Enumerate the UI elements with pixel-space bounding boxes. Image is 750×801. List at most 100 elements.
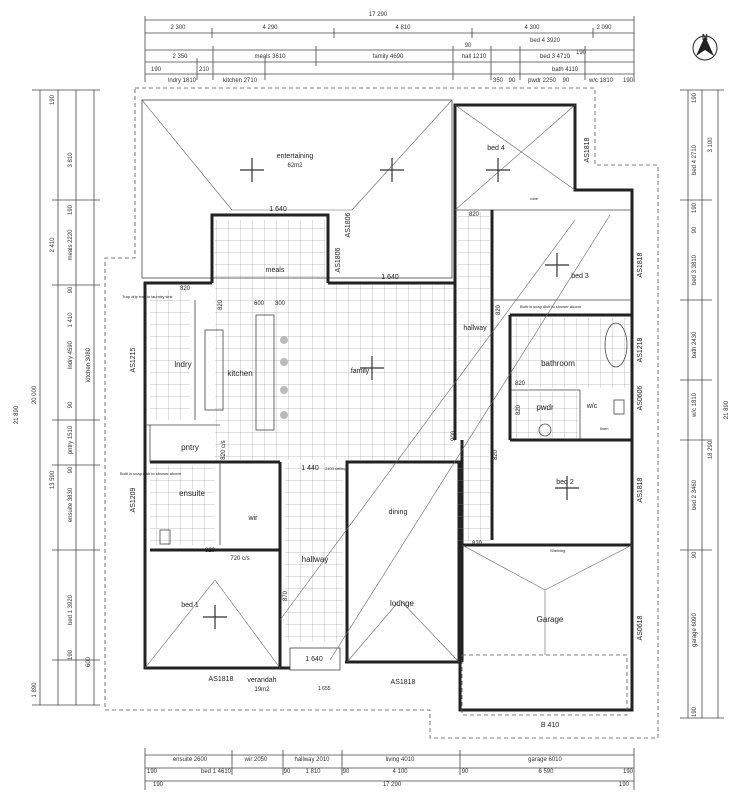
- dim-left: bed 1 3920: [68, 594, 74, 625]
- dim-right: garage 6090: [692, 612, 698, 646]
- stool: [280, 336, 288, 344]
- door-size: 820: [496, 304, 502, 315]
- label-ensuite: ensuite: [179, 489, 205, 498]
- door-size: 820: [469, 212, 480, 218]
- dim-350: 350: [493, 78, 504, 84]
- dim-left: 600: [86, 656, 92, 667]
- door-sizes: 820 820 820 820 820 820 820 820 820 720 …: [180, 212, 526, 601]
- dim-family: family 4690: [373, 54, 404, 60]
- dim-left: lndry 4590: [68, 340, 74, 369]
- dim-left: 190: [68, 649, 74, 660]
- label-bed3: bed 3: [571, 273, 589, 280]
- dim-right: 21 890: [724, 400, 730, 419]
- stool: [280, 358, 288, 366]
- dim-left: 20 000: [32, 385, 38, 404]
- dim-left: 13 590: [50, 470, 56, 489]
- kitchen-bench: [204, 329, 224, 411]
- label-pwdr: pwdr: [536, 403, 554, 412]
- dim-b4100: 4 100: [392, 769, 408, 775]
- window-code: AS1209: [130, 487, 137, 512]
- stool: [280, 386, 288, 394]
- dim-190d: 190: [623, 78, 634, 84]
- window-code: AS1818: [637, 252, 644, 277]
- basin: [538, 423, 552, 437]
- dim-living: living 4010: [386, 757, 415, 763]
- dim-right: bath 2430: [692, 331, 698, 358]
- stool: [280, 411, 288, 419]
- dim-right: w/c 1810: [692, 392, 698, 418]
- dim-right: 18 290: [708, 440, 714, 459]
- dim-210: 210: [199, 67, 210, 73]
- dim-ensuite: ensuite 2600: [173, 757, 208, 763]
- label-garage: Garage: [537, 615, 564, 624]
- dim-top-2: 4 290: [262, 25, 278, 31]
- label-kitchen: kitchen: [227, 369, 252, 378]
- dim-left: 90: [68, 401, 74, 408]
- window-code: B 410: [541, 722, 559, 729]
- dim-top-3: 4 810: [395, 25, 411, 31]
- dim-left: 21 890: [14, 405, 20, 424]
- dim-b90: 90: [284, 769, 291, 775]
- dim-b190b: 190: [623, 769, 634, 775]
- note: linen: [600, 426, 608, 431]
- window-code: AS1218: [637, 337, 644, 362]
- dim-top-1: 2 300: [170, 25, 186, 31]
- dim-hall: hall 1210: [462, 54, 487, 60]
- dim-top-5: 2 090: [596, 25, 612, 31]
- dim-right: 190: [692, 202, 698, 213]
- window-code: AS1818: [637, 477, 644, 502]
- dim-hallway: hallway 2010: [294, 757, 330, 763]
- window-code: AS1215: [130, 347, 137, 372]
- tile-floor: [150, 212, 630, 642]
- dim-left: meals 2220: [68, 229, 74, 261]
- window-code: AS1818: [209, 676, 234, 683]
- dim-wir: wir 2050: [244, 757, 268, 763]
- north-label: N: [702, 33, 708, 42]
- dim-right: bed 2 3460: [692, 479, 698, 510]
- label-hallway-mid: hallway: [302, 555, 329, 564]
- dim-total-top: 17 290: [369, 12, 388, 18]
- dim-190c: 190: [151, 67, 162, 73]
- dim-right: 3 100: [708, 137, 714, 153]
- dim-lndry: lndry 1810: [168, 78, 197, 84]
- dim-left: 2 410: [50, 237, 56, 253]
- dim-top-4: 4 300: [524, 25, 540, 31]
- label-entertaining-area: 62m2: [287, 163, 303, 169]
- label-verandah-area: 19m2: [254, 687, 270, 693]
- dim-b90c: 90: [462, 769, 469, 775]
- dim-left: 1 890: [32, 682, 38, 698]
- island-bench: [255, 314, 275, 431]
- dim-left: kitchen 3080: [86, 347, 92, 382]
- notes: Trap drip tray to laundry sink Built in …: [120, 196, 608, 692]
- label-wc: w/c: [586, 403, 598, 410]
- window-code: AS1818: [584, 137, 591, 162]
- bath-tub: [604, 322, 628, 368]
- door-size: 820: [472, 541, 483, 547]
- door-size: 600: [254, 301, 265, 307]
- door-size: 900: [451, 430, 457, 441]
- note: robe: [530, 196, 539, 201]
- garage-door: [461, 654, 628, 716]
- door-size: 720 c/s: [230, 556, 249, 562]
- ceiling-fan-icon: [203, 158, 579, 629]
- label-entertaining: entertaining: [277, 153, 314, 160]
- dim-b6590: 6 590: [538, 769, 554, 775]
- right-dimensions: 190 3 100 bed 4 2710 190 90 bed 3 3810 b…: [680, 89, 730, 719]
- dim-c190: 190: [153, 782, 164, 788]
- window-code: 1 440: [301, 465, 319, 472]
- dim-total-bottom: 17 290: [383, 782, 402, 788]
- label-hallway-top: hallway: [463, 325, 487, 332]
- dim-wc: w/c 1810: [588, 78, 614, 84]
- dim-right: bed 3 3810: [692, 254, 698, 285]
- door-size: 820: [218, 299, 224, 310]
- note: 1 655: [318, 686, 331, 692]
- label-meals: meals: [266, 267, 285, 274]
- dim-left: ensuite 3830: [68, 487, 74, 522]
- dim-c190b: 190: [619, 782, 630, 788]
- door-size: 820: [493, 449, 499, 460]
- dim-left: 3 810: [68, 152, 74, 168]
- top-dimensions: 17 290 2 300 4 290 4 810 4 300 2 090 bed…: [144, 12, 635, 84]
- door-size: 820: [180, 286, 191, 292]
- label-wir: wir: [248, 515, 259, 522]
- dim-right: 190: [692, 92, 698, 103]
